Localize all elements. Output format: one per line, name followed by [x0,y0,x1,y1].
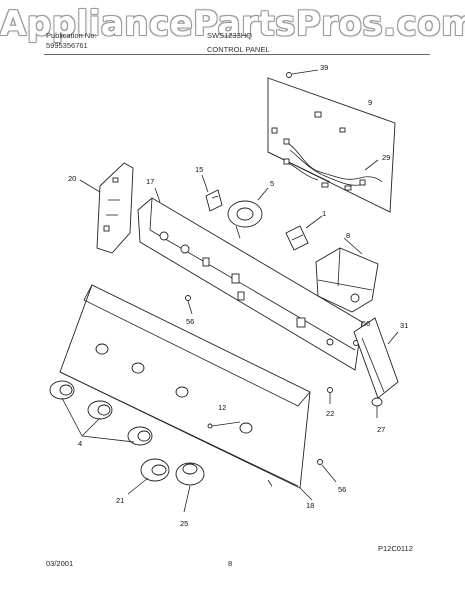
callout-18: 18 [306,501,314,510]
screw-part-56-lower [317,459,337,483]
screw-part-12 [207,421,241,429]
panel-board-part-17 [137,187,363,371]
header-rule [44,54,430,55]
publication-label: Publication No: [46,31,97,40]
section-title: CONTROL PANEL [207,45,270,54]
bracket-part-20 [79,162,134,254]
knob-part-21 [127,458,170,495]
callout-39: 39 [320,63,328,72]
dial-part-25 [175,462,205,513]
footer-date: 03/2001 [46,559,74,568]
footer-page-number: 8 [228,559,233,568]
callout-20: 20 [68,174,76,183]
callout-1: 1 [322,209,326,218]
screw-part-56-upper [185,295,193,315]
knob-part-4 [49,380,153,446]
water-level-control-part-8 [315,237,379,313]
callout-29: 29 [382,153,390,162]
callout-22: 22 [326,409,334,418]
callout-25: 25 [180,519,188,528]
rear-panel-part-9 [267,77,396,213]
callout-31: 31 [400,321,408,330]
callout-4: 4 [78,439,82,448]
diagram-code: P12C0112 [378,544,413,553]
callout-56-right: 56 [362,319,370,328]
wire-harness-part-29 [283,138,383,191]
callout-9: 9 [368,98,372,107]
model-number: SWS1233HQ [207,31,253,40]
screw-part-22 [327,387,333,404]
console-part-18 [59,284,313,501]
watermark: AppliancePartsPros.com [0,4,465,44]
callout-17: 17 [146,177,154,186]
clip-part-27 [371,397,383,418]
callout-15: 15 [195,165,203,174]
callout-21: 21 [116,496,124,505]
callout-5: 5 [270,179,274,188]
callout-27: 27 [377,425,385,434]
screw-part-39 [286,69,319,78]
publication-number: 5995356761 [46,41,88,50]
timer-part-5 [227,187,269,239]
panel-clips [202,257,245,301]
switch-part-15 [201,174,223,212]
end-cap-part-31 [353,317,399,399]
callout-8: 8 [346,231,350,240]
callout-12: 12 [218,403,226,412]
callout-56-lower: 56 [338,485,346,494]
selector-switch-part-1 [285,215,323,251]
callout-56-upper: 56 [186,317,194,326]
